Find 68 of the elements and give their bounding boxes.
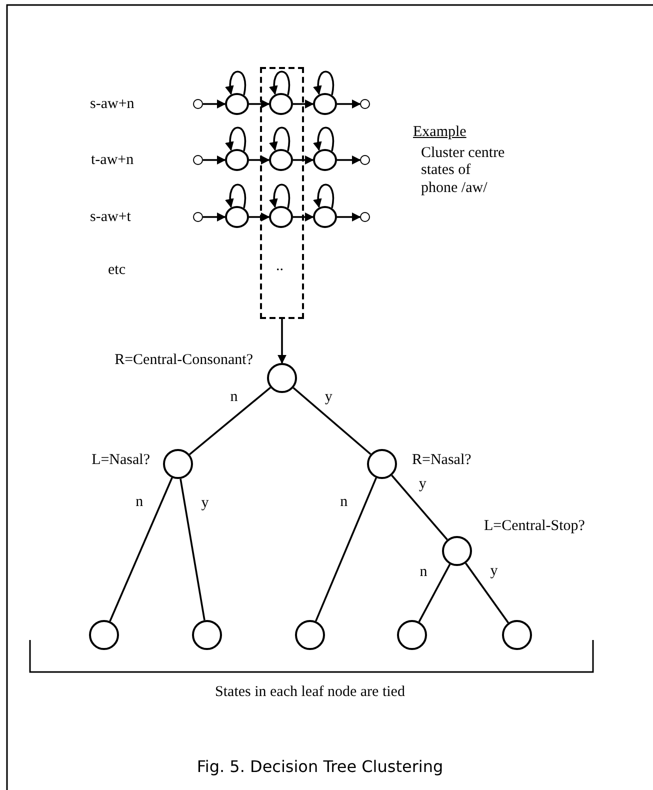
hmm-state-circle [313,93,337,115]
arrow [337,212,361,222]
decision-node-circle [442,536,472,566]
arrow [203,156,226,164]
hmm-state-circle [225,206,249,228]
leaf-node-circle [502,620,532,650]
arrow [249,156,270,164]
arrow [249,212,270,222]
arrow [203,100,226,108]
terminal-state-circle [360,155,370,165]
arrow [278,319,286,364]
row-label: s-aw+t [90,209,131,226]
hmm-state-circle [225,149,249,171]
leaf-node-circle [89,620,119,650]
terminal-state-circle [193,155,203,165]
arrow [203,212,226,222]
branch-line [292,387,372,455]
hmm-state-circle [269,149,293,171]
branch-line [464,562,510,624]
question-label: L=Central-Stop? [484,518,585,536]
terminal-state-circle [360,212,370,222]
self-loop-arrow [314,184,334,208]
leaf-node-circle [397,620,427,650]
terminal-state-circle [360,99,370,109]
branch-line [391,474,448,540]
arrow [337,156,361,164]
self-loop-arrow [226,70,246,96]
arrow [293,156,314,164]
hmm-state-circle [313,206,337,228]
leaf-node-circle [192,620,222,650]
hmm-state-circle [225,93,249,115]
self-loop-arrow [270,184,290,208]
hmm-state-circle [269,206,293,228]
dashed-cluster-box [260,67,304,319]
row-label: s-aw+n [90,96,134,114]
terminal-state-circle [193,212,203,222]
row-label: etc [108,262,126,280]
bracket-label: States in each leaf node are tied [214,684,406,702]
self-loop-arrow [270,70,290,96]
heading: Example [413,124,466,142]
branch-line [418,564,451,622]
terminal-state-circle [193,99,203,109]
leaf-node-circle [295,620,325,650]
question-label: R=Central-Consonant? [114,352,253,370]
hmm-state-circle [269,93,293,115]
arrow [293,100,314,108]
arrow [293,212,314,222]
arrow [249,100,270,108]
hmm-state-circle [313,149,337,171]
description: Cluster centre states of phone /aw/ [421,145,506,197]
self-loop-arrow [226,184,246,208]
decision-node-circle [163,449,193,479]
branch-line [188,386,272,456]
question-label: R=Nasal? [412,452,472,470]
self-loop-arrow [314,126,334,152]
caption: Fig. 5. Decision Tree Clustering [196,758,444,776]
branch-line [109,477,173,622]
decision-node-circle [367,449,397,479]
self-loop-arrow [270,126,290,152]
arrow [337,100,361,108]
self-loop-arrow [314,70,334,96]
branch-line [180,478,206,620]
row-label: t-aw+n [91,152,134,170]
question-label: L=Nasal? [92,452,150,470]
branch-line [315,477,377,622]
self-loop-arrow [226,126,246,152]
ellipsis: .. [276,258,284,276]
decision-node-circle [267,363,297,393]
